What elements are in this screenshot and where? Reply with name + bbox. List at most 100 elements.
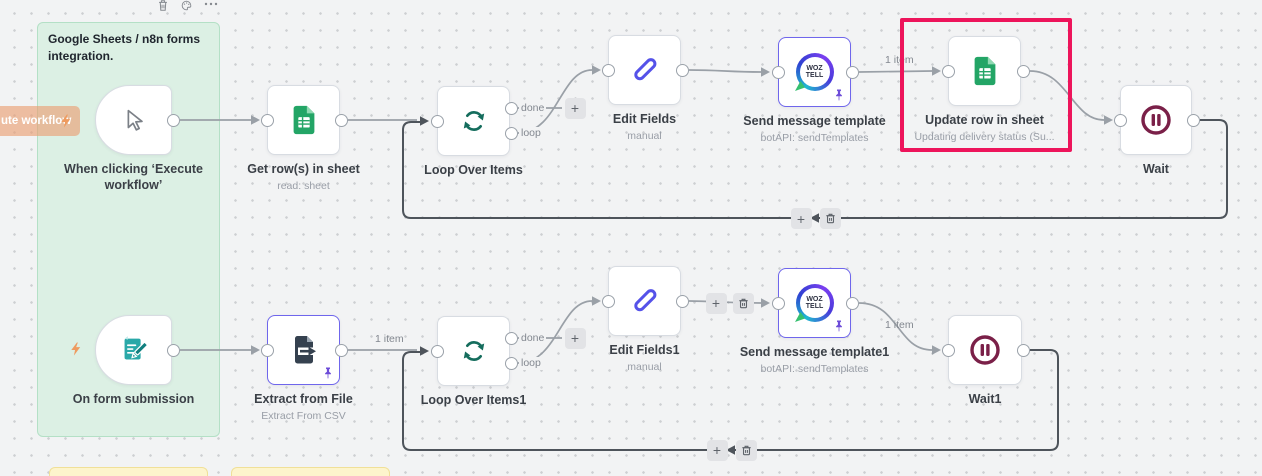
add-node-button[interactable]: + [705,292,727,314]
output-port-edit-fields1[interactable] [675,294,689,308]
pencil-icon [633,289,656,312]
trash-icon [741,445,751,455]
node-edit-fields1[interactable]: Edit Fields1 manual [608,266,681,373]
output-port-get-rows[interactable] [334,113,348,127]
plus-icon: + [570,100,580,116]
add-node-button[interactable]: + [564,327,586,349]
flow-direction-arrow [810,213,819,223]
input-port-get-rows[interactable] [260,113,274,127]
sticky-note-title-line1: Google Sheets / n8n forms [48,32,201,46]
output-port-send-message-template[interactable] [845,65,859,79]
execute-workflow-tooltip[interactable]: ute workflow [0,106,80,136]
input-port-edit-fields[interactable] [601,63,615,77]
node-caption: Send message template botAPI: sendTempla… [743,114,886,144]
output-port-done-loop-over-items[interactable] [504,101,518,115]
node-caption: Extract from File Extract From CSV [254,392,353,422]
output-port-send-message-template1[interactable] [845,296,859,310]
output-port-on-form-submission[interactable] [166,343,180,357]
sticky-note-yellow-1[interactable] [49,467,208,476]
input-port-loop-over-items1[interactable] [430,344,444,358]
node-loop-over-items1[interactable]: Loop Over Items1 [421,316,526,407]
node-get-rows-in-sheet[interactable]: Get row(s) in sheet read: sheet [247,85,360,192]
edge-label-1-item: 1 item [885,54,914,66]
trash-icon [738,298,748,308]
add-node-button[interactable]: + [706,439,728,461]
edge-label-1-item: 1 item [885,319,914,331]
node-caption: When clicking ‘Execute workflow’ [64,162,203,192]
connection-editfields-to-sendtemplate[interactable] [688,69,762,73]
node-on-form-submission[interactable]: On form submission [73,315,194,406]
connection-sendtemplate1-to-wait1[interactable] [858,302,933,351]
output-port-loop-loop-over-items1[interactable] [504,356,518,370]
loop-icon [463,341,484,361]
arrowhead [1104,115,1113,125]
arrowhead [251,115,260,125]
input-port-update-row[interactable] [941,64,955,78]
input-port-extract-from-file[interactable] [260,343,274,357]
input-port-edit-fields1[interactable] [601,294,615,308]
arrowhead [592,65,601,75]
arrowhead [420,346,429,356]
color-palette-button[interactable] [179,0,194,11]
delete-connection-button[interactable] [819,208,841,229]
pin-icon [836,89,842,101]
output-port-wait1[interactable] [1016,343,1030,357]
arrowhead [592,296,601,306]
loop-icon [463,111,484,131]
node-update-row-in-sheet[interactable]: Update row in sheet Updating delivery st… [914,36,1055,143]
sticky-toolbar [155,0,218,11]
sticky-note-title-line2: integration. [48,49,114,63]
output-port-extract-from-file[interactable] [334,343,348,357]
node-edit-fields[interactable]: Edit Fields manual [608,35,681,142]
connection-sendtemplate-to-updaterow[interactable] [858,70,933,73]
input-port-wait[interactable] [1113,113,1127,127]
input-port-send-message-template1[interactable] [771,296,785,310]
arrowhead [761,67,770,77]
more-options-button[interactable] [203,0,218,11]
flow-direction-arrow [726,445,735,455]
node-wait[interactable]: Wait [1120,85,1192,176]
ellipsis-icon [204,2,217,6]
input-port-send-message-template[interactable] [771,65,785,79]
delete-sticky-button[interactable] [155,0,170,11]
plus-icon: + [711,295,721,311]
add-node-button[interactable]: + [790,208,812,229]
node-when-clicking-execute-workflow[interactable]: When clicking ‘Execute workflow’ [64,85,203,192]
cursor-icon [127,109,143,131]
node-wait1[interactable]: Wait1 [948,315,1022,406]
output-port-wait[interactable] [1186,113,1200,127]
node-caption: Wait1 [968,392,1002,406]
output-label-loop: loop [519,357,543,370]
node-caption: Loop Over Items [424,163,523,177]
add-node-button[interactable]: + [564,97,586,119]
node-caption: Wait [1143,162,1169,176]
output-port-done-loop-over-items1[interactable] [504,331,518,345]
output-port-update-row[interactable] [1016,64,1030,78]
plus-icon: + [570,330,580,346]
sticky-note-yellow-2[interactable] [231,467,390,476]
arrowhead [932,66,941,76]
input-port-loop-over-items[interactable] [430,114,444,128]
output-port-when-clicking[interactable] [166,113,180,127]
node-caption: On form submission [72,392,195,406]
node-caption: Loop Over Items1 [420,393,527,407]
input-port-wait1[interactable] [941,343,955,357]
node-caption: Edit Fields manual [612,112,677,142]
highlight-box-update-row [900,18,1072,152]
node-loop-over-items[interactable]: Loop Over Items [424,86,523,177]
delete-connection-button[interactable] [732,292,754,314]
output-port-loop-loop-over-items[interactable] [504,126,518,140]
delete-connection-button[interactable] [735,439,757,461]
lightning-bolt-icon [61,114,71,128]
plus-icon: + [712,442,722,458]
output-port-edit-fields[interactable] [675,63,689,77]
pause-icon [1141,105,1171,135]
pencil-icon [633,58,656,81]
node-caption: Send message template1 botAPI: sendTempl… [739,345,890,375]
output-label-loop: loop [519,127,543,140]
node-extract-from-file[interactable]: Extract from File Extract From CSV [254,315,353,422]
